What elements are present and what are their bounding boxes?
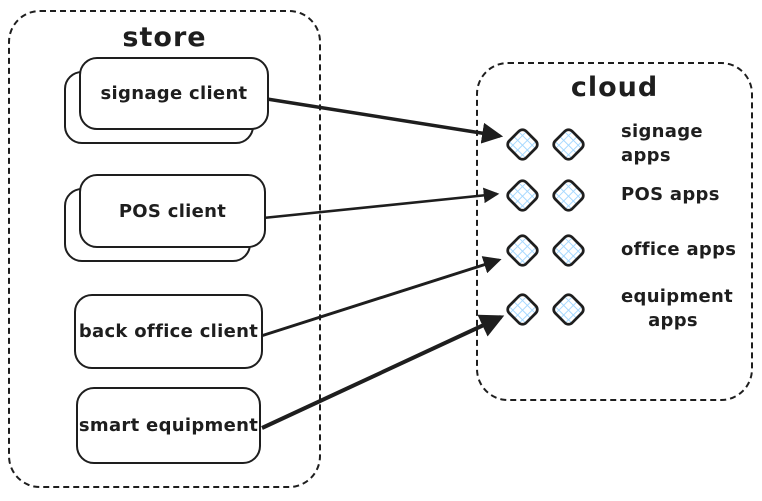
diamond-app-icon: [502, 230, 543, 271]
node-signage-client: signage client: [64, 57, 269, 144]
node-box: smart equipment: [76, 387, 261, 464]
cloud-group-pos-apps: POS apps: [502, 175, 720, 216]
node-box: signage client: [79, 57, 269, 130]
node-label: signage client: [100, 83, 248, 104]
diamond-app-icon: [502, 175, 543, 216]
store-title: store: [122, 22, 207, 53]
diamond-app-icon: [548, 289, 589, 330]
diamond-app-icon: [548, 124, 589, 165]
diamond-app-icon: [548, 175, 589, 216]
node-label: smart equipment: [78, 415, 259, 436]
cloud-group-office-apps: office apps: [502, 230, 736, 271]
diamond-app-icon: [548, 230, 589, 271]
cloud-group-equipment-apps: equipment apps: [502, 285, 734, 334]
cloud-group-label: signage apps: [621, 121, 703, 167]
node-label: POS client: [118, 200, 227, 222]
cloud-group-label: equipment apps: [621, 286, 734, 332]
cloud-group-signage-apps: signage apps: [502, 120, 739, 169]
cloud-group-label: office apps: [621, 239, 737, 261]
node-box: POS client: [79, 174, 266, 248]
node-label: back office client: [78, 321, 259, 342]
diamond-app-icon: [502, 124, 543, 165]
diamond-app-icon: [502, 289, 543, 330]
node-box: back office client: [74, 294, 263, 369]
node-smart-equipment: smart equipment: [76, 387, 261, 464]
store-container: store signage client POS client back off…: [8, 10, 321, 488]
cloud-container: cloud signage apps POS apps office apps …: [476, 62, 753, 401]
node-pos-client: POS client: [64, 174, 266, 262]
node-back-office-client: back office client: [74, 294, 263, 369]
cloud-group-label: POS apps: [621, 184, 720, 206]
cloud-title: cloud: [570, 72, 659, 103]
